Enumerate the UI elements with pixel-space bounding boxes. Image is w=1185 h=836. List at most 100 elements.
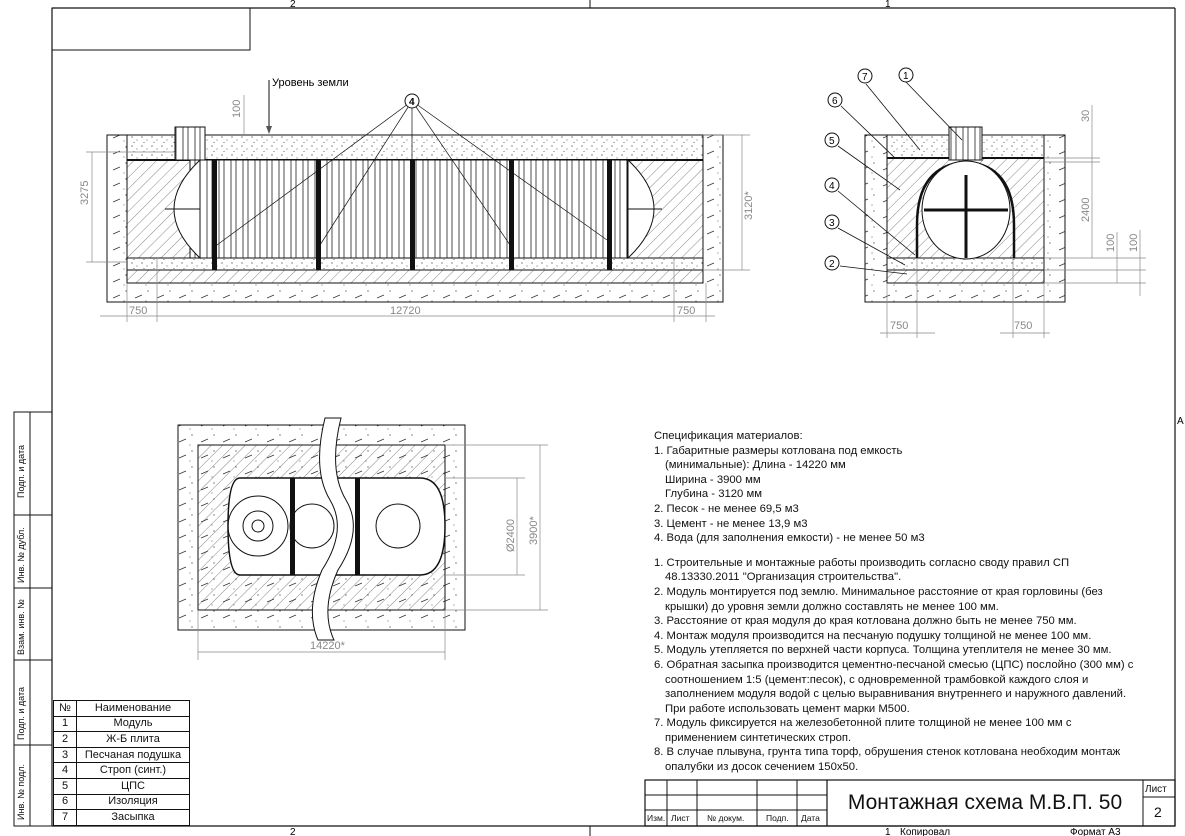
dim-length: 12720 (390, 305, 421, 317)
spec-line: 3. Цемент - не менее 13,9 м3 (654, 517, 808, 530)
col-izm: Изм. (647, 813, 666, 823)
callout-7: 7 (862, 72, 868, 83)
tank-plan (227, 477, 446, 576)
footer-format: Формат А3 (1070, 827, 1121, 836)
dim-pit-depth: 3120* (743, 191, 755, 220)
dim-left-gap: 750 (129, 305, 147, 317)
note-line: 2. Модуль монтируется под землю. Минимал… (654, 585, 1103, 598)
callout-2: 2 (829, 259, 835, 270)
note-line: При работе использовать цемент марки М50… (665, 702, 910, 715)
cell: 4 (53, 762, 77, 779)
zone-marker: 1 (885, 827, 891, 836)
dim-width: 3900* (528, 516, 540, 545)
callout-4: 4 (829, 181, 835, 192)
sheet-number: 2 (1154, 804, 1162, 820)
cell: Модуль (76, 715, 190, 733)
dim-depth-total: 3275 (79, 181, 91, 205)
dim-slab: 100 (1128, 234, 1140, 252)
zone-marker: 2 (290, 827, 296, 836)
cell: 2 (53, 731, 77, 748)
manhole (174, 126, 206, 161)
strip-label: Взам. инв. № (16, 599, 26, 655)
plan-view: Ø2400 3900* 14220* (177, 417, 548, 660)
note-line: крышки) до уровня земли должно составлят… (665, 600, 999, 613)
callout-label: 4 (409, 97, 415, 108)
zone-marker: 1 (885, 0, 891, 10)
spec-line: (минимальные): Длина - 14220 мм (665, 459, 846, 472)
title-block-grid (644, 779, 1176, 827)
note-line: 6. Обратная засыпка производится цементн… (654, 658, 1134, 671)
note-line: 7. Модуль фиксируется на железобетонной … (654, 717, 1072, 730)
note-line: 1. Строительные и монтажные работы произ… (654, 556, 1070, 569)
col-date: Дата (801, 813, 820, 823)
spec-line: Ширина - 3900 мм (665, 473, 761, 486)
dim-length: 14220* (310, 640, 346, 652)
spec-line: 4. Вода (для заполнения емкости) - не ме… (654, 532, 925, 545)
note-line: соотношением 1:5 (цемент:песок), с однов… (665, 673, 1089, 686)
callout-4 (404, 93, 420, 109)
note-line: 3. Расстояние от края модуля до края кот… (654, 615, 1077, 628)
drawing-title: Монтажная схема М.В.П. 50 (847, 791, 1123, 814)
dim-height: 2400 (1080, 198, 1092, 222)
strip-label: Инв. № дубл. (16, 527, 26, 583)
straps (212, 160, 612, 270)
dim-cover: 100 (231, 100, 243, 118)
header-cell: № (53, 700, 77, 717)
note-line: 48.13330.2011 "Организация строительства… (665, 571, 902, 584)
spec-line: Глубина - 3120 мм (665, 488, 762, 501)
dim-diameter: Ø2400 (505, 519, 517, 552)
note-line: 8. В случае плывуна, грунта типа торф, о… (654, 746, 1121, 759)
cell: 1 (53, 715, 77, 733)
callout-6: 6 (832, 96, 838, 107)
callout-1: 1 (903, 71, 909, 82)
cell: Строп (синт.) (76, 762, 190, 779)
cell: Песчаная подушка (76, 746, 190, 764)
note-line: применением синтетических строп. (665, 731, 852, 744)
note-line: опалубки из досок сечением 150х50. (665, 761, 859, 774)
col-doc: № докум. (707, 813, 745, 823)
specification: Спецификация материалов: 1. Габаритные р… (654, 429, 1174, 775)
cell: Засыпка (76, 809, 190, 826)
note-line: 4. Монтаж модуля производится на песчану… (654, 629, 1092, 642)
dim-insulation: 30 (1080, 110, 1092, 122)
spec-heading: Спецификация материалов: (654, 430, 803, 442)
spec-line: 2. Песок - не менее 69,5 м3 (654, 502, 799, 515)
ground-level-label: Уровень земли (272, 77, 349, 89)
cell: Изоляция (76, 793, 190, 811)
strip-label: Подп. и дата (16, 444, 26, 498)
dim-left-gap: 750 (890, 320, 908, 332)
sheet-label: Лист (1145, 784, 1167, 795)
cell: Ж-Б плита (76, 731, 190, 748)
tank-body (189, 159, 628, 259)
side-view: 4 Уровень земли 3275 3120* 100 750 12720… (79, 77, 755, 322)
col-list: Лист (671, 813, 690, 823)
cell: 5 (53, 777, 77, 795)
dim-right-gap: 750 (677, 305, 695, 317)
callout-3: 3 (829, 218, 835, 229)
cell: 6 (53, 793, 77, 811)
footer-copied: Копировал (900, 827, 950, 836)
note-line: заполнением модуля водой с целью выравни… (665, 688, 1127, 701)
zone-marker: 2 (290, 0, 296, 10)
note-line: 5. Модуль утепляется по верхней части ко… (654, 644, 1112, 657)
cell: ЦПС (76, 777, 190, 795)
break-line (311, 417, 354, 641)
dim-right-gap: 750 (1014, 320, 1032, 332)
strip-label: Подп. и дата (16, 686, 26, 740)
strip-label: Инв. № подл. (16, 763, 26, 820)
header-cell: Наименование (76, 700, 190, 717)
cross-section: 1 2 3 4 5 6 7 30 2400 100 100 750 750 (824, 67, 1146, 338)
col-sign: Подп. (766, 813, 789, 823)
cell: 7 (53, 809, 77, 826)
zone-marker: A (1177, 416, 1184, 427)
